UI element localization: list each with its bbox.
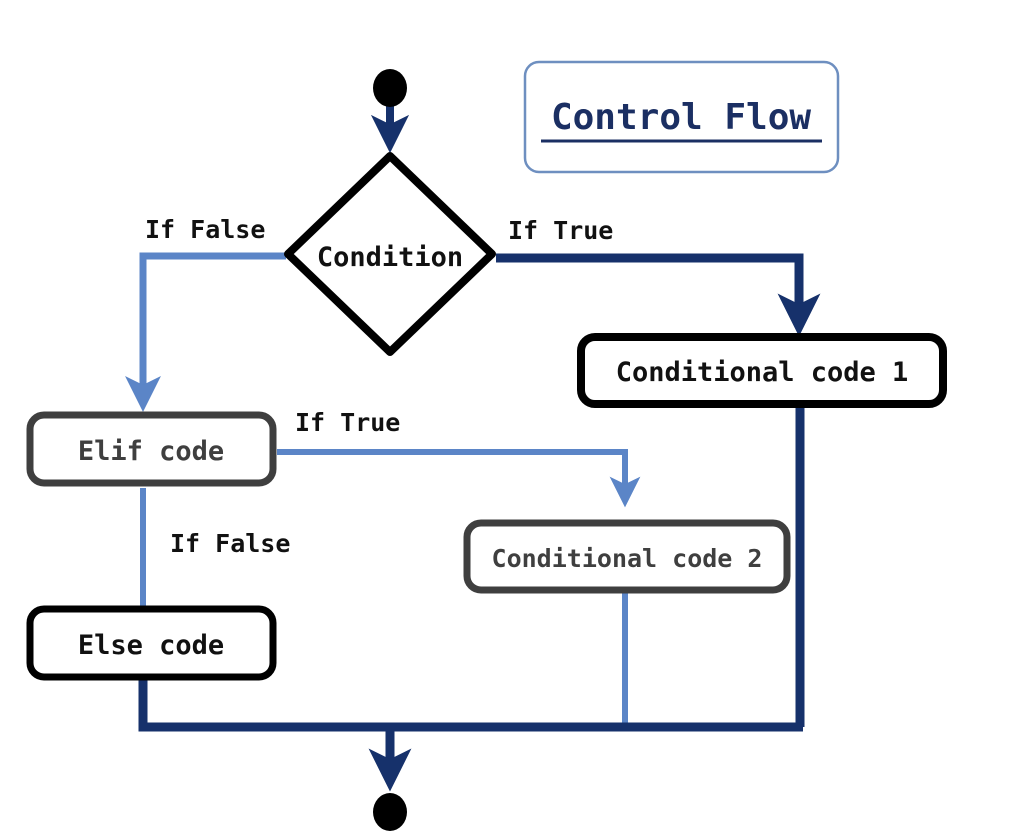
- process-node-conditional-code-1: Conditional code 1: [577, 333, 947, 408]
- edge-label-elif-false: If False: [170, 529, 290, 558]
- process-node-elif-code: Elif code: [26, 411, 277, 487]
- process-label-else-code: Else code: [78, 630, 224, 661]
- decision-label: Condition: [317, 242, 463, 273]
- edge-label-condition-false: If False: [145, 215, 265, 244]
- process-node-conditional-code-2: Conditional code 2: [463, 519, 791, 594]
- edge-elif-true: [277, 449, 641, 508]
- end-node: [373, 793, 407, 831]
- edge-condition-true: [496, 253, 821, 337]
- page-title: Control Flow: [551, 97, 811, 138]
- edge-label-condition-true: If True: [508, 216, 613, 245]
- edge-else-to-merge: [138, 680, 803, 732]
- edge-condition-false: [125, 252, 286, 412]
- process-node-else-code: Else code: [26, 605, 277, 681]
- edge-label-elif-true: If True: [295, 408, 400, 437]
- process-label-conditional-code-1: Conditional code 1: [616, 357, 909, 388]
- process-label-elif-code: Elif code: [78, 436, 224, 467]
- title-box: Control Flow: [523, 60, 840, 174]
- decision-node-condition: Condition: [284, 152, 496, 356]
- process-label-conditional-code-2: Conditional code 2: [492, 544, 763, 573]
- start-node: [373, 69, 407, 107]
